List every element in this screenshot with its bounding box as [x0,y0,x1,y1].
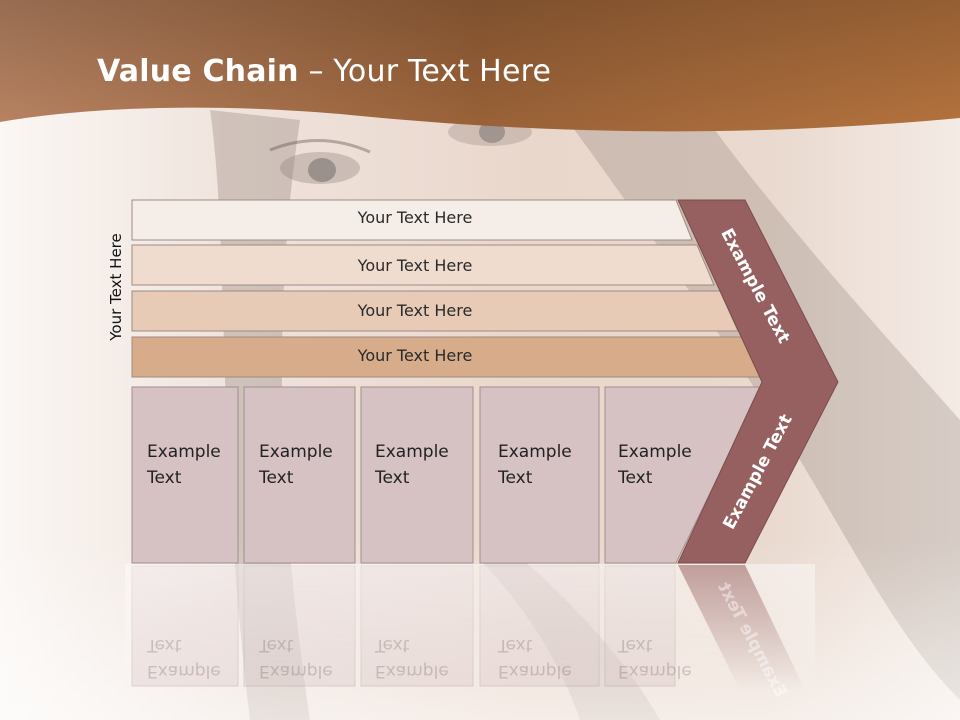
title-bold: Value Chain [97,54,299,89]
activity-text-3: Example Text [375,439,449,491]
row-label-2: Your Text Here [357,256,473,275]
activity-reflection-1-line2: Text [147,635,182,655]
row-bar-1 [131,199,693,241]
activity-text-1-line1: Example [147,442,221,462]
activity-text-1-line2: Text [147,468,182,488]
activity-reflection-2-line2: Text [259,635,294,655]
activity-reflection-1: Example Text [147,632,221,684]
row-label-4: Your Text Here [357,346,473,365]
activity-reflection-3: Example Text [375,632,449,684]
activity-box-4 [479,386,600,564]
page-title: Value Chain – Your Text Here [97,54,551,89]
activity-box-2 [243,386,356,564]
activity-text-4-line1: Example [498,442,572,462]
activity-text-4: Example Text [498,439,572,491]
activity-reflection-4: Example Text [498,632,572,684]
activity-reflection-5-line1: Example [618,661,692,681]
title-rest: – Your Text Here [298,54,552,89]
activity-reflection-3-line1: Example [375,661,449,681]
row-label-3: Your Text Here [357,301,473,320]
activity-reflection-5-line2: Text [618,635,653,655]
activity-reflection-1-line1: Example [147,661,221,681]
activity-reflection-2-line1: Example [259,661,333,681]
activity-text-2: Example Text [259,439,333,491]
activity-text-2-line2: Text [259,468,294,488]
row-label-1: Your Text Here [357,208,473,227]
activity-reflection-3-line2: Text [375,635,410,655]
activity-text-3-line2: Text [375,468,410,488]
margin-chevron [677,199,839,564]
activity-text-5: Example Text [618,439,692,491]
row-bar-2 [131,244,715,286]
activity-reflection-2: Example Text [259,632,333,684]
activity-reflection-4-line2: Text [498,635,533,655]
activity-text-5-line1: Example [618,442,692,462]
activity-reflection-5: Example Text [618,632,692,684]
activity-text-1: Example Text [147,439,221,491]
margin-chevron-reflection [678,565,805,690]
activity-box-1 [131,386,239,564]
activity-text-3-line1: Example [375,442,449,462]
activity-box-3 [360,386,474,564]
activity-text-4-line2: Text [498,468,533,488]
activity-text-5-line2: Text [618,468,653,488]
activity-text-2-line1: Example [259,442,333,462]
activity-reflection-4-line1: Example [498,661,572,681]
